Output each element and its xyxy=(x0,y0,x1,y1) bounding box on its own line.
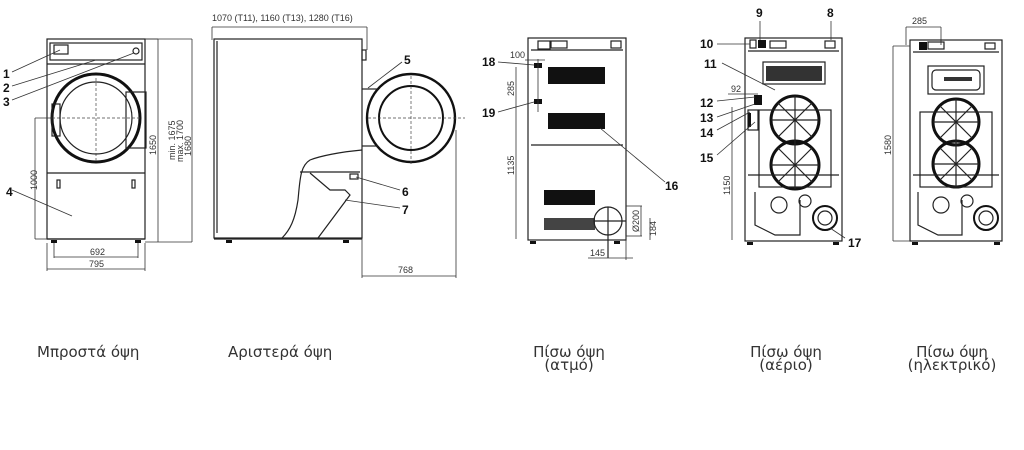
dim-max-1700: max. 1700 xyxy=(175,120,185,162)
caption-rear-steam-line1: Πίσω όψη xyxy=(533,343,605,361)
caption-rear-electric: Πίσω όψη (ηλεκτρικό) xyxy=(900,343,1004,374)
caption-front-view: Μπροστά όψη xyxy=(37,343,140,361)
dim-692: 692 xyxy=(90,247,105,257)
callout-1: 1 xyxy=(3,67,10,81)
dim-184: 184 xyxy=(648,221,658,236)
callout-12: 12 xyxy=(700,96,714,110)
caption-rear-gas-line2: (αέριο) xyxy=(759,356,813,374)
dim-768: 768 xyxy=(398,265,413,275)
rear-gas-view: 92 1150 9 8 10 11 12 13 14 15 17 xyxy=(700,6,862,250)
caption-front-view-text: Μπροστά όψη xyxy=(37,343,140,361)
callout-8: 8 xyxy=(827,6,834,20)
dim-depth-models: 1070 (T11), 1160 (T13), 1280 (T16) xyxy=(212,13,353,23)
callout-5: 5 xyxy=(404,53,411,67)
dim-1650: 1650 xyxy=(148,135,158,155)
dim-1135: 1135 xyxy=(506,156,516,175)
front-view: 1000 1650 min. 1675 max. 1700 1680 692 7… xyxy=(3,38,193,271)
dim-285-electric: 285 xyxy=(912,16,927,26)
callout-19: 19 xyxy=(482,106,496,120)
caption-left-view: Αριστερά όψη xyxy=(228,343,333,361)
callout-11: 11 xyxy=(704,57,717,71)
caption-rear-steam-line2: (ατμό) xyxy=(544,356,594,374)
rear-steam-view: 100 285 1135 Ø200 184 145 18 19 16 xyxy=(482,37,679,260)
dim-100: 100 xyxy=(510,50,525,60)
dim-1580: 1580 xyxy=(883,135,893,155)
callout-10: 10 xyxy=(700,37,714,51)
caption-rear-gas: Πίσω όψη (αέριο) xyxy=(745,343,827,374)
dim-795: 795 xyxy=(89,259,104,269)
callout-16: 16 xyxy=(665,179,679,193)
rear-electric-view: 285 1580 xyxy=(883,16,1003,245)
dim-1680: 1680 xyxy=(183,136,193,156)
caption-rear-steam: Πίσω όψη (ατμό) xyxy=(528,343,610,374)
dim-92: 92 xyxy=(731,84,741,94)
callout-17: 17 xyxy=(848,236,862,250)
callout-13: 13 xyxy=(700,111,714,125)
callout-3: 3 xyxy=(3,95,10,109)
caption-rear-electric-line1: Πίσω όψη xyxy=(916,343,988,361)
callout-4: 4 xyxy=(6,185,13,199)
caption-rear-gas-line1: Πίσω όψη xyxy=(750,343,822,361)
callout-15: 15 xyxy=(700,151,714,165)
caption-rear-electric-line2: (ηλεκτρικό) xyxy=(907,356,997,374)
callout-7: 7 xyxy=(402,203,409,217)
dim-min-1675: min. 1675 xyxy=(167,120,177,160)
callout-9: 9 xyxy=(756,6,763,20)
dim-200: Ø200 xyxy=(631,210,641,232)
dim-285: 285 xyxy=(506,81,516,96)
dim-1000: 1000 xyxy=(29,170,39,190)
callout-14: 14 xyxy=(700,126,714,140)
callout-2: 2 xyxy=(3,81,10,95)
callout-18: 18 xyxy=(482,55,496,69)
callout-6: 6 xyxy=(402,185,409,199)
dim-1150: 1150 xyxy=(722,176,732,195)
dim-145: 145 xyxy=(590,248,605,258)
caption-left-view-text: Αριστερά όψη xyxy=(228,343,333,361)
left-view: 1070 (T11), 1160 (T13), 1280 (T16) 768 5… xyxy=(211,13,465,278)
